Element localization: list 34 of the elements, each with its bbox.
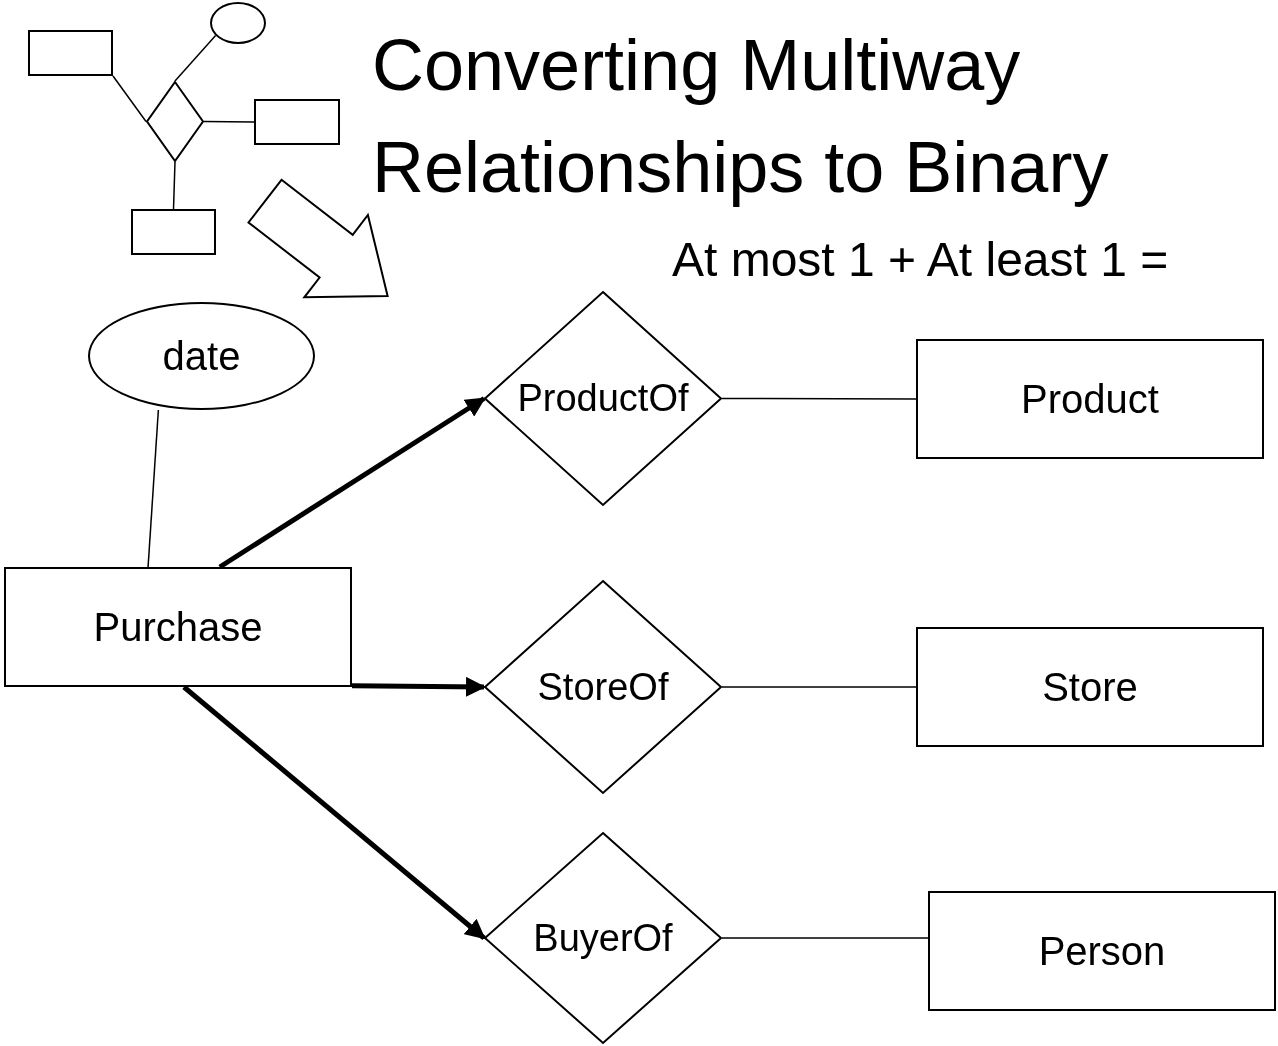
node-label: Product (1021, 376, 1159, 422)
entity-box (916, 339, 1264, 459)
connector-line (721, 686, 917, 688)
connector-line (721, 397, 917, 400)
relationship-diamond (146, 81, 204, 162)
connector-line (112, 75, 147, 123)
subtitle: At most 1 + At least 1 = (672, 232, 1169, 287)
connector-line (147, 409, 160, 568)
node-label: date (162, 333, 241, 379)
arrow (182, 685, 486, 940)
node-label: Purchase (93, 604, 263, 650)
entity-box (4, 567, 352, 687)
node-label: Store (1042, 664, 1138, 710)
attribute-ellipse (210, 2, 266, 44)
connector-line (721, 937, 929, 939)
relationship-diamond (484, 291, 722, 506)
entity-box (928, 891, 1276, 1011)
entity-box (916, 627, 1264, 747)
connector-line (203, 120, 255, 123)
title: Converting Multiway Relationships to Binary (372, 24, 1110, 209)
entity-box (254, 99, 340, 145)
node-label: BuyerOf (533, 916, 673, 960)
entity-box (28, 30, 113, 76)
block-arrow (247, 178, 389, 299)
node-label: Person (1038, 928, 1166, 974)
node-label: ProductOf (517, 377, 689, 420)
arrow (218, 396, 486, 570)
relationship-diamond (484, 832, 722, 1044)
connector-line (172, 161, 176, 210)
relationship-diamond (484, 580, 722, 794)
connector-line (174, 34, 217, 82)
node-label: StoreOf (537, 665, 669, 709)
entity-box (131, 209, 216, 255)
arrow (351, 676, 486, 697)
